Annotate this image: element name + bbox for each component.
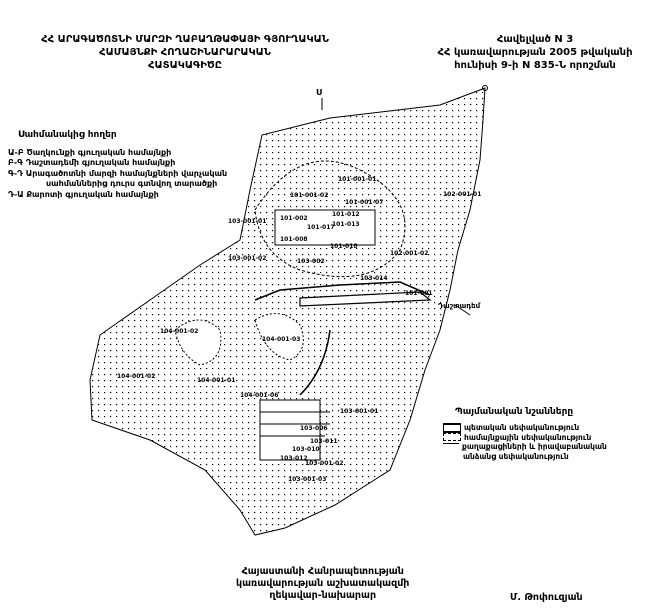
parcel-label: 103-001-01 xyxy=(228,218,267,225)
parcel-label: 104-001-02 xyxy=(160,328,199,335)
legend-heading: Պայմանական նշանները xyxy=(455,407,574,417)
parcel-label: 101-017 xyxy=(307,224,335,231)
parcel-label: 104-001-01 xyxy=(197,377,236,384)
community-property-swatch xyxy=(443,433,461,442)
parcel-label: 103-002 xyxy=(297,258,325,265)
parcel-label: 103-011 xyxy=(310,438,338,445)
adjacent-lands-heading: Սահմանակից հողեր xyxy=(18,130,117,140)
document-title: ՀՀ ԱՐԱԳԱԾՈՏՆԻ ՄԱՐԶԻ ՂԱԲԱՂԹԱՓԱՅԻ ԳՅՈՒՂԱԿԱ… xyxy=(20,33,350,72)
annex-reference: Հավելված N 3 ՀՀ կառավարության 2005 թվակա… xyxy=(420,33,650,72)
annex-line: Հավելված N 3 xyxy=(496,34,574,45)
annex-line: հունիսի 9-ի N 835-Ն որոշման xyxy=(454,60,616,71)
adjacent-land-item: Բ-Գ Դաշտադեմի գյուղական համայնքի xyxy=(8,158,176,167)
parcel-label: 102-001-02 xyxy=(390,250,429,257)
parcel-label: 103-010 xyxy=(292,446,320,453)
parcel-label: 103-001-01 xyxy=(340,408,379,415)
parcel-label: 103-012 xyxy=(280,455,308,462)
signatory-name: Մ. Թոփուզյան xyxy=(510,592,583,603)
signatory-title: Հայաստանի Հանրապետության կառավարության ա… xyxy=(236,566,409,602)
parcel-label: 101-001-01 xyxy=(338,176,377,183)
signatory-line: ղեկավար-նախարար xyxy=(269,590,377,601)
community-boundary xyxy=(89,87,486,536)
adjacent-land-item: Ա-Բ Ծաղկունքի գյուղական համայնքի xyxy=(8,147,172,157)
legend-item-private: քաղաքացիների և իրավաբանական xyxy=(443,442,607,452)
signatory-line: Հայաստանի Հանրապետության xyxy=(241,566,404,577)
parcel-label: 101-008 xyxy=(280,236,308,243)
parcel-label: 101-001-07 xyxy=(345,199,384,206)
parcel-label: 103-001-03 xyxy=(288,476,327,483)
parcel-label: 103-001-02 xyxy=(228,255,267,262)
parcel-label: 101-013 xyxy=(332,221,360,228)
parcel-label: 101-002 xyxy=(280,215,308,222)
parcel-label: 101-012 xyxy=(332,211,360,218)
parcel-label: 103-006 xyxy=(300,425,328,432)
title-line: ՀԱՄԱՅՆՔԻ ՀՈՂԱՇԻՆԱՐԱՐԱԿԱՆ xyxy=(99,47,271,58)
corner-marker xyxy=(482,85,488,91)
signatory-line: կառավարության աշխատակազմի xyxy=(236,578,410,589)
adjacent-land-item: Դ-Ա Քարոտի գյուղական համայնքի xyxy=(8,189,159,199)
legend-item-private-cont: անձանց սեփականություն xyxy=(463,451,569,461)
parcel-label: 104-001-02 xyxy=(117,373,156,380)
adjacent-land-item: Գ-Դ Արագածոտնի մարզի համայնքների վարչակա… xyxy=(8,168,228,178)
state-property-swatch xyxy=(443,422,461,433)
neighbor-label: Դաշտադեմ xyxy=(438,302,481,310)
parcel-label: 103-014 xyxy=(360,275,388,282)
title-line: ՀՀ ԱՐԱԳԱԾՈՏՆԻ ՄԱՐԶԻ ՂԱԲԱՂԹԱՓԱՅԻ ԳՅՈՒՂԱԿԱ… xyxy=(41,34,329,45)
parcel-label: 101-001 xyxy=(405,290,433,297)
parcel-label: 104-001-03 xyxy=(262,336,301,343)
north-mark: Ս xyxy=(316,88,322,97)
private-property-swatch xyxy=(443,443,459,450)
title-line: ՀԱՏԱԿԱԳԻԾԸ xyxy=(148,60,222,71)
parcel-label: 101-001-02 xyxy=(290,192,329,199)
map-legend: Պայմանական նշանները պետական սեփականությո… xyxy=(443,407,607,461)
legend-item-state: պետական սեփականություն xyxy=(443,422,607,433)
parcel-label: 101-018 xyxy=(330,243,358,250)
parcel-label: 103-001-02 xyxy=(305,460,344,467)
parcel-label: 104-001-06 xyxy=(240,392,279,399)
parcel-label: 102-001-01 xyxy=(443,191,482,198)
annex-line: ՀՀ կառավարության 2005 թվականի xyxy=(437,47,633,58)
adjacent-land-item: սահմաններից դուրս գտնվող տարածքի xyxy=(46,179,218,188)
adjacent-lands-list: Սահմանակից հողեր Ա-Բ Ծաղկունքի գյուղական… xyxy=(8,130,227,200)
legend-item-community: համայնքային սեփականություն xyxy=(443,433,607,443)
